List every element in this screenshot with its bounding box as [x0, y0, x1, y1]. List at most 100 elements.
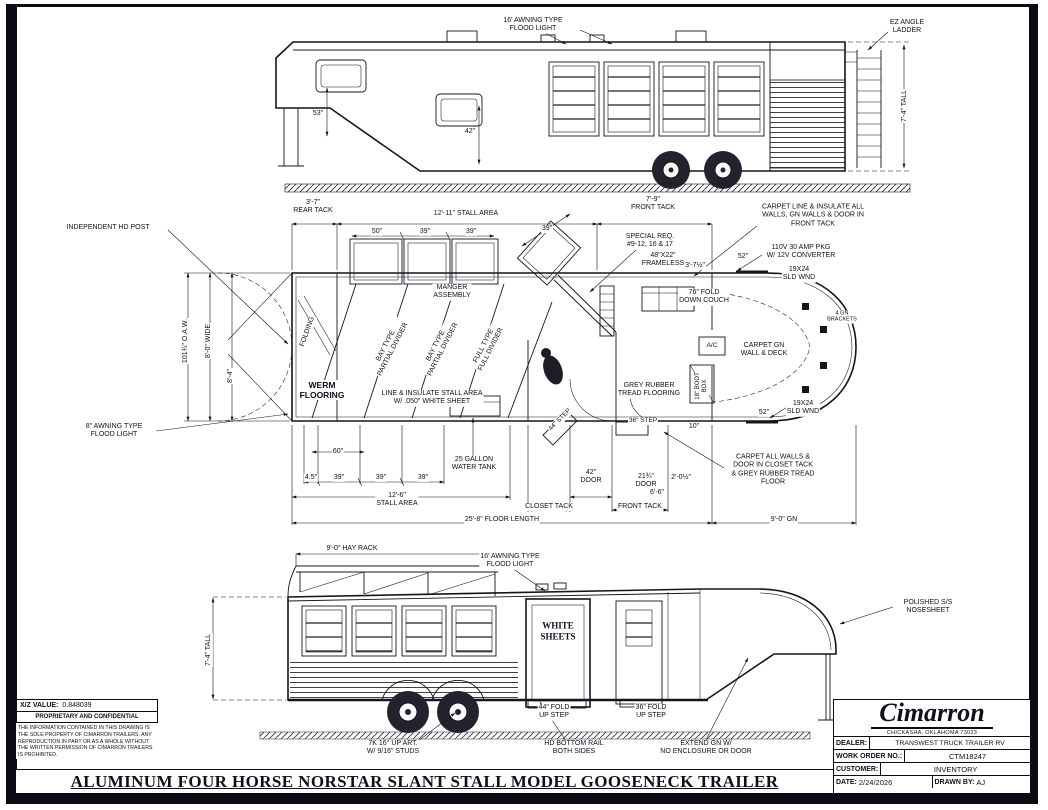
flood-light-fixture	[553, 582, 567, 590]
horse-figure	[541, 348, 563, 385]
title-block: Cimarron CHICKASHA, OKLAHOMA 73023 DEALE…	[833, 699, 1031, 794]
nosesheet-curve	[759, 592, 832, 651]
bottom-side-view	[211, 552, 894, 742]
boot-box: 18" BOOT BOX	[694, 371, 710, 401]
wheel	[704, 151, 742, 189]
work-order-label: WORK ORDER NO.:	[836, 752, 903, 760]
flood-light-16-top: 16' AWNING TYPE FLOOD LIGHT	[502, 16, 564, 34]
dim-stall-area-bottom: 12'-6" STALL AREA	[375, 491, 419, 509]
drawn-by-label: DRAWN BY:	[934, 778, 975, 786]
proprietary-title: PROPRIETARY AND CONFIDENTIAL	[16, 712, 158, 723]
divider-bay-2: BAY TYPE PARTIAL DIVIDER	[418, 317, 462, 379]
mid-window	[435, 93, 483, 127]
dim-4-5: 4.5"	[303, 473, 319, 483]
front-tack: FRONT TACK	[617, 502, 663, 512]
note-carpet-closet: CARPET ALL WALLS & DOOR IN CLOSET TACK &…	[730, 453, 816, 487]
frameless-window: 48"X22" FRAMELESS	[640, 251, 686, 269]
fold-down-couch: 76" FOLD DOWN COUCH	[678, 288, 730, 306]
stall-drop-windows	[301, 605, 497, 657]
note-nosesheet: POLISHED S/S NOSESHEET	[902, 598, 954, 616]
dealer-label: DEALER:	[836, 739, 868, 747]
dim-39-b: 39"	[464, 227, 478, 237]
wheel	[387, 691, 429, 733]
date-cell: DATE: 2/24/2026	[834, 778, 932, 787]
work-order-row: WORK ORDER NO.: CTM18247	[834, 749, 1030, 762]
dim-6-6: 6'-6"	[649, 488, 665, 498]
ground-hatch	[284, 183, 911, 193]
dim-39-c: 39"	[540, 224, 554, 234]
gn-brackets: 4 GN BRACKETS	[826, 310, 858, 324]
independent-hd-post: INDEPENDENT HD POST	[65, 223, 151, 233]
ac: A/C	[705, 342, 719, 350]
info-box: X/Z VALUE: 0.848039 PROPRIETARY AND CONF…	[16, 699, 158, 759]
sld-wnd-top: 19X24 SLD WND	[781, 265, 817, 283]
customer-row: CUSTOMER: INVENTORY	[834, 762, 1030, 775]
wheel	[652, 151, 690, 189]
dim-42: 42"	[463, 127, 477, 137]
drawn-by-value: AJ	[976, 777, 986, 787]
note-carpet-gn: CARPET GN WALL & DECK	[739, 341, 789, 359]
flood-light-8: 8" AWNING TYPE FLOOD LIGHT	[84, 422, 144, 440]
step-44-plan: 44" STEP	[546, 406, 574, 434]
divider-full: FULL TYPE FULL DIVIDER	[469, 322, 507, 374]
dim-60: 60"	[331, 447, 345, 457]
dim-39-d: 39"	[332, 473, 346, 483]
door-42: 42" DOOR	[579, 468, 603, 486]
note-extend-gn: EXTEND GN W/ NO ENCLOSURE OR DOOR	[659, 739, 753, 757]
cimarron-logo: Cimarron	[871, 700, 993, 729]
border-top	[6, 4, 1038, 6]
ez-angle-ladder-drawing	[845, 50, 882, 168]
dim-rear-tack: 3'-7" REAR TACK	[292, 198, 334, 216]
roof-vent	[675, 30, 707, 43]
rear-slat-panel	[769, 79, 846, 169]
roof-vent	[446, 30, 478, 43]
dim-floor-length: 25'-8" FLOOR LENGTH	[463, 515, 541, 525]
customer-label: CUSTOMER:	[836, 765, 879, 773]
drawn-by-cell: DRAWN BY: AJ	[931, 776, 1031, 788]
note-axle: 7K 16° UP ART. W/ 9/16" STUDS	[365, 739, 421, 757]
xz-value-row: X/Z VALUE: 0.848039	[16, 699, 158, 712]
note-hd-bottom-rail: HD BOTTOM RAIL BOTH SIDES	[543, 739, 605, 757]
main-title: ALUMINUM FOUR HORSE NORSTAR SLANT STALL …	[16, 769, 833, 793]
dim-52-bottom: 52"	[757, 408, 771, 418]
xz-value-label: X/Z VALUE:	[20, 702, 59, 709]
stall-drop-windows	[548, 61, 765, 137]
dealer-row: DEALER: TRANSWEST TRUCK TRAILER RV	[834, 736, 1030, 749]
work-order-value: CTM18247	[904, 750, 1030, 762]
rear-door-swing	[217, 272, 293, 422]
date-value: 2/24/2026	[858, 777, 893, 787]
top-side-view	[275, 29, 912, 193]
divider-bay-1: BAY TYPE PARTIAL DIVIDER	[368, 317, 412, 379]
hay-rack-drawing	[287, 565, 498, 598]
step-36-plan: 36" STEP	[627, 417, 659, 425]
dim-stall-area-top: 12'-11" STALL AREA	[432, 209, 500, 219]
dim-oaw: 101¾" O.A.W.	[181, 317, 191, 365]
flood-light-fixture	[589, 34, 605, 43]
border-bottom	[6, 793, 1038, 804]
closet-unit	[599, 285, 615, 337]
logo-area: Cimarron CHICKASHA, OKLAHOMA 73023	[834, 700, 1030, 736]
boot-box-drawing	[689, 364, 715, 404]
fold-step-44: 44" FOLD UP STEP	[537, 703, 571, 721]
note-converter: 110V 30 AMP PKG W/ 12V CONVERTER	[765, 243, 837, 261]
ground-hatch	[259, 731, 811, 740]
dim-53: 53"	[311, 109, 325, 119]
dim-39-e: 39"	[374, 473, 388, 483]
tall-7-4-top: 7'-4" TALL	[900, 89, 910, 123]
dim-3-7-half: 3'-7½"	[684, 261, 706, 271]
manger-assembly: MANGER ASSEMBLY	[432, 283, 472, 301]
water-tank: 25 GALLON WATER TANK	[450, 455, 498, 473]
flood-light-16-bottom: 16' AWNING TYPE FLOOD LIGHT	[479, 552, 541, 570]
note-grey-rubber: GREY RUBBER TREAD FLOORING	[616, 381, 682, 399]
tall-7-4-bottom: 7'-4" TALL	[204, 633, 214, 667]
dim-front-tack: 7'-9" FRONT TACK	[630, 195, 676, 213]
ac-unit	[698, 336, 726, 356]
gn-brackets-drawing	[802, 303, 827, 393]
dim-8-4: 8'-4"	[226, 368, 236, 384]
wheel	[437, 691, 479, 733]
sld-wnd-bottom: 19X24 SLD WND	[785, 399, 821, 417]
gooseneck-deck-line	[713, 291, 811, 403]
